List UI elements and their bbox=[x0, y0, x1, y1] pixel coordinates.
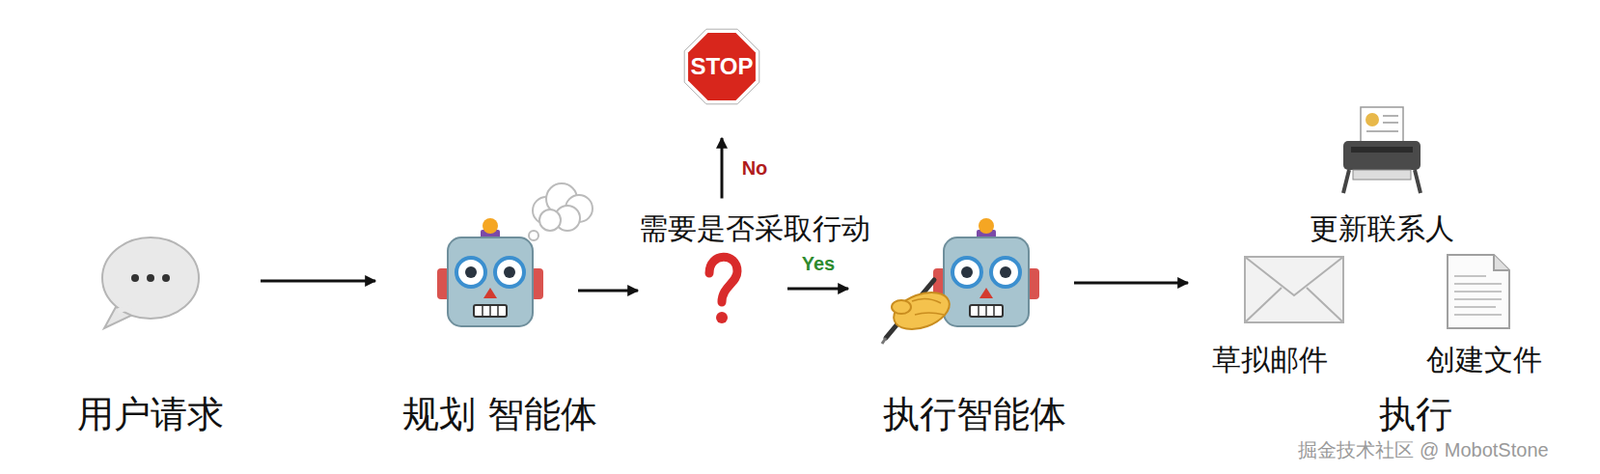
node-label: 规划 智能体 bbox=[402, 394, 598, 436]
node-label: 执行智能体 bbox=[882, 394, 1067, 436]
speech-bubble-icon bbox=[102, 237, 199, 329]
edge-label: Yes bbox=[800, 252, 837, 275]
edge-label: No bbox=[740, 157, 771, 179]
node-label: 需要是否采取行动 bbox=[638, 212, 871, 245]
agent-node: 规划 智能体 bbox=[439, 223, 542, 331]
watermark: 掘金技术社区 @ MobotStone bbox=[1297, 439, 1548, 461]
stop-text: STOP bbox=[690, 54, 754, 80]
action-node: 草拟邮件 bbox=[1241, 252, 1347, 327]
robot-icon bbox=[933, 218, 1040, 327]
envelope-icon bbox=[1244, 256, 1344, 323]
printer-icon bbox=[1343, 107, 1421, 194]
node-label: 用户请求 bbox=[77, 394, 224, 436]
node-label: 草拟邮件 bbox=[1212, 343, 1328, 376]
flow-arrow bbox=[260, 279, 376, 283]
action-node: 更新联系人 bbox=[1336, 104, 1428, 196]
flow-arrow bbox=[1074, 281, 1188, 285]
flow-arrow bbox=[720, 137, 724, 199]
agent-node: 执行智能体 bbox=[878, 221, 1039, 344]
document-icon bbox=[1447, 254, 1510, 329]
question-mark-icon bbox=[709, 256, 738, 324]
node-label: 更新联系人 bbox=[1309, 212, 1455, 245]
flow-arrow bbox=[578, 289, 638, 293]
robot-icon bbox=[437, 218, 544, 327]
node-label: 执行 bbox=[1379, 394, 1453, 436]
action-node: 创建文件 bbox=[1444, 250, 1513, 331]
decision-node: 需要是否采取行动 bbox=[702, 258, 744, 327]
action-group: 执行更新联系人草拟邮件创建文件 bbox=[1196, 101, 1573, 435]
flow-arrow bbox=[787, 287, 849, 291]
writing-hand-icon bbox=[882, 279, 955, 344]
stop-octagon: STOP bbox=[681, 26, 763, 108]
request-icon-node: 用户请求 bbox=[100, 235, 201, 325]
thought-cloud bbox=[528, 183, 593, 241]
node-label: 创建文件 bbox=[1426, 343, 1543, 376]
